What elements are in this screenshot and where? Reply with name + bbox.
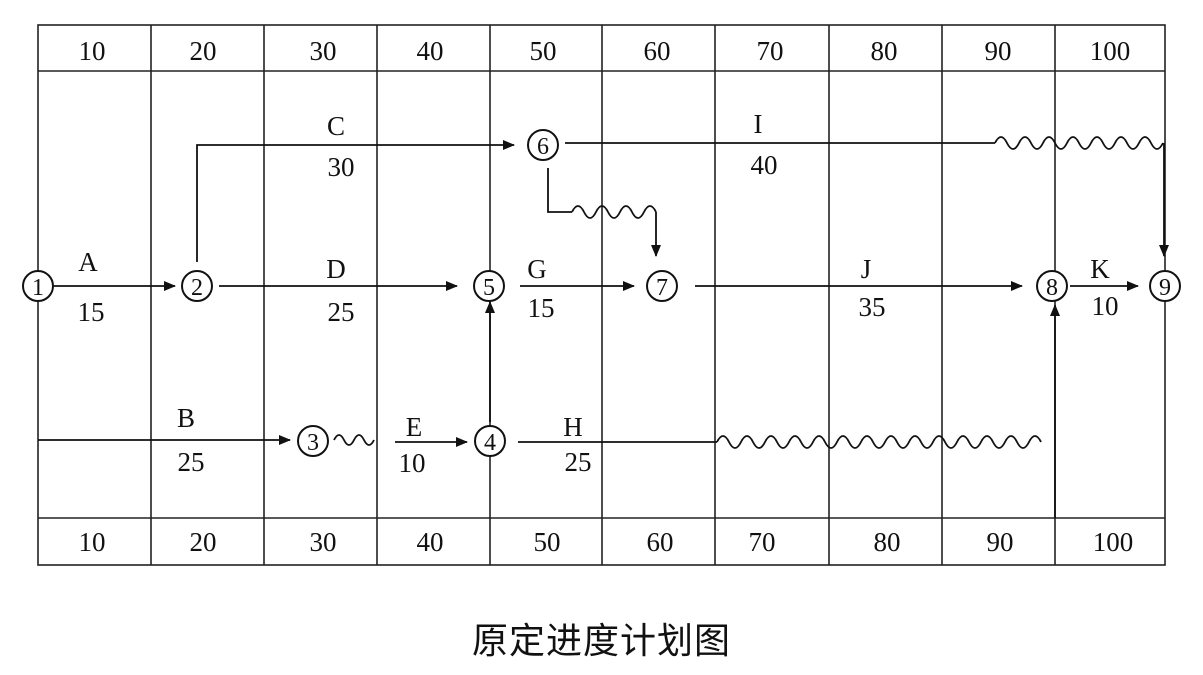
- activity-name-k: K: [1090, 254, 1110, 284]
- time-scale-bottom: 10 20 30 40 50 60 70 80 90 100: [79, 527, 1134, 557]
- scale-top-label: 20: [190, 36, 217, 66]
- scale-bottom-label: 20: [190, 527, 217, 557]
- scale-bottom-label: 90: [987, 527, 1014, 557]
- scale-top-label: 10: [79, 36, 106, 66]
- free-float-wave-6-7: [571, 205, 657, 219]
- activity-duration-a: 15: [78, 297, 105, 327]
- node-label: 2: [191, 275, 203, 301]
- diagram-caption: 原定进度计划图: [471, 621, 731, 662]
- grid-frame: [37, 24, 1166, 566]
- activity-duration-b: 25: [178, 447, 205, 477]
- node-4: 4: [474, 425, 506, 457]
- node-6: 6: [527, 129, 559, 161]
- node-label: 8: [1046, 275, 1058, 301]
- activity-name-i: I: [754, 109, 763, 139]
- scale-bottom-label: 10: [79, 527, 106, 557]
- node-2: 2: [181, 270, 213, 302]
- activity-duration-j: 35: [859, 292, 886, 322]
- node-7: 7: [646, 270, 678, 302]
- scale-top-label: 30: [310, 36, 337, 66]
- activity-duration-g: 15: [528, 293, 555, 323]
- node-8: 8: [1036, 270, 1068, 302]
- activity-name-d: D: [326, 254, 346, 284]
- scale-bottom-label: 50: [534, 527, 561, 557]
- node-label: 3: [307, 430, 319, 456]
- free-float-wave-b: [333, 434, 375, 446]
- scale-top-label: 40: [417, 36, 444, 66]
- node-1: 1: [22, 270, 54, 302]
- scale-top-label: 50: [530, 36, 557, 66]
- node-3: 3: [297, 425, 329, 457]
- activity-name-a: A: [78, 247, 98, 277]
- node-label: 9: [1159, 275, 1171, 301]
- activity-name-j: J: [861, 254, 872, 284]
- scale-bottom-label: 70: [749, 527, 776, 557]
- scale-bottom-label: 100: [1093, 527, 1134, 557]
- activity-duration-i: 40: [751, 150, 778, 180]
- scale-top-label: 80: [871, 36, 898, 66]
- activity-duration-d: 25: [328, 297, 355, 327]
- activity-labels: A 15 B 25 C 30 D 25 E 10 G 15 H 25 I 40 …: [78, 109, 1119, 478]
- node-label: 5: [483, 275, 495, 301]
- node-label: 7: [656, 275, 668, 301]
- activity-name-c: C: [327, 111, 345, 141]
- activity-duration-e: 10: [399, 448, 426, 478]
- scale-top-label: 100: [1090, 36, 1131, 66]
- activity-name-b: B: [177, 403, 195, 433]
- scale-top-label: 90: [985, 36, 1012, 66]
- scale-top-label: 70: [757, 36, 784, 66]
- node-label: 4: [484, 430, 496, 456]
- activity-duration-c: 30: [328, 152, 355, 182]
- activity-arrow-c: [196, 140, 515, 262]
- node-9: 9: [1149, 270, 1181, 302]
- scale-bottom-label: 30: [310, 527, 337, 557]
- activity-arrows: [38, 136, 1169, 518]
- time-scale-top: 10 20 30 40 50 60 70 80 90 100: [79, 36, 1131, 66]
- scale-top-label: 60: [644, 36, 671, 66]
- event-nodes: 1 2 3 4 5 6 7 8: [22, 129, 1181, 457]
- activity-name-g: G: [527, 254, 547, 284]
- node-label: 6: [537, 134, 549, 160]
- scale-bottom-label: 40: [417, 527, 444, 557]
- node-label: 1: [32, 275, 44, 301]
- activity-duration-k: 10: [1092, 291, 1119, 321]
- activity-name-h: H: [563, 412, 583, 442]
- scale-bottom-label: 60: [647, 527, 674, 557]
- node-5: 5: [473, 270, 505, 302]
- dummy-arrow-6-7: [547, 168, 572, 213]
- scale-bottom-label: 80: [874, 527, 901, 557]
- free-float-wave-h: [716, 435, 1042, 449]
- activity-name-e: E: [406, 412, 423, 442]
- free-float-wave-i: [994, 136, 1164, 150]
- activity-duration-h: 25: [565, 447, 592, 477]
